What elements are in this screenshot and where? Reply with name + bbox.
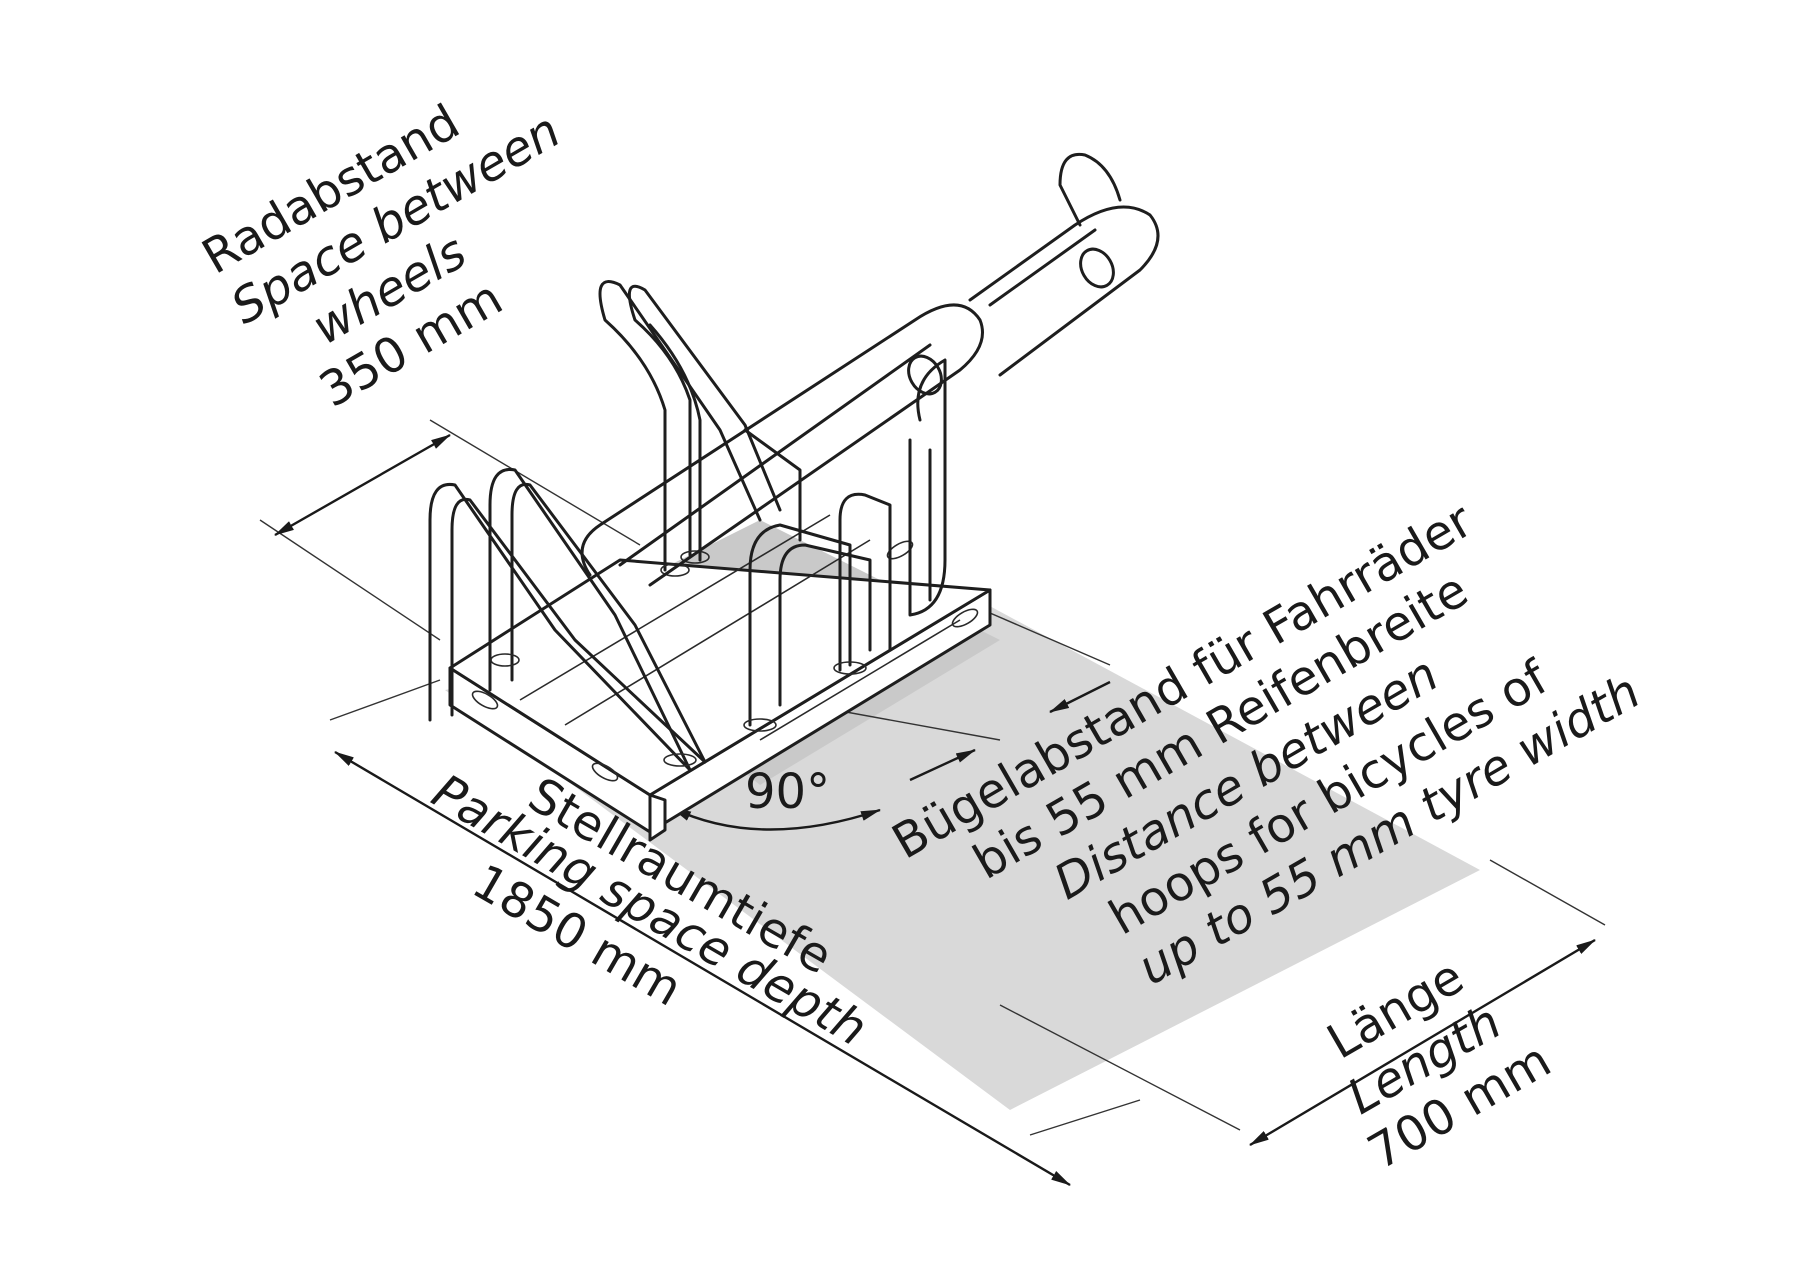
rear-hoops — [598, 280, 782, 577]
label-wheel-spacing: Radabstand Space between wheels 350 mm — [193, 94, 570, 419]
extension-lines — [259, 419, 1606, 1136]
front-hoops — [428, 467, 707, 772]
middle-hoops — [743, 492, 892, 732]
rack-base — [448, 514, 992, 842]
label-length: Länge Length 700 mm — [1318, 949, 1560, 1181]
support-bars — [580, 152, 1160, 617]
dimension-arrows — [274, 433, 1596, 1187]
label-angle: 90° — [745, 764, 830, 820]
